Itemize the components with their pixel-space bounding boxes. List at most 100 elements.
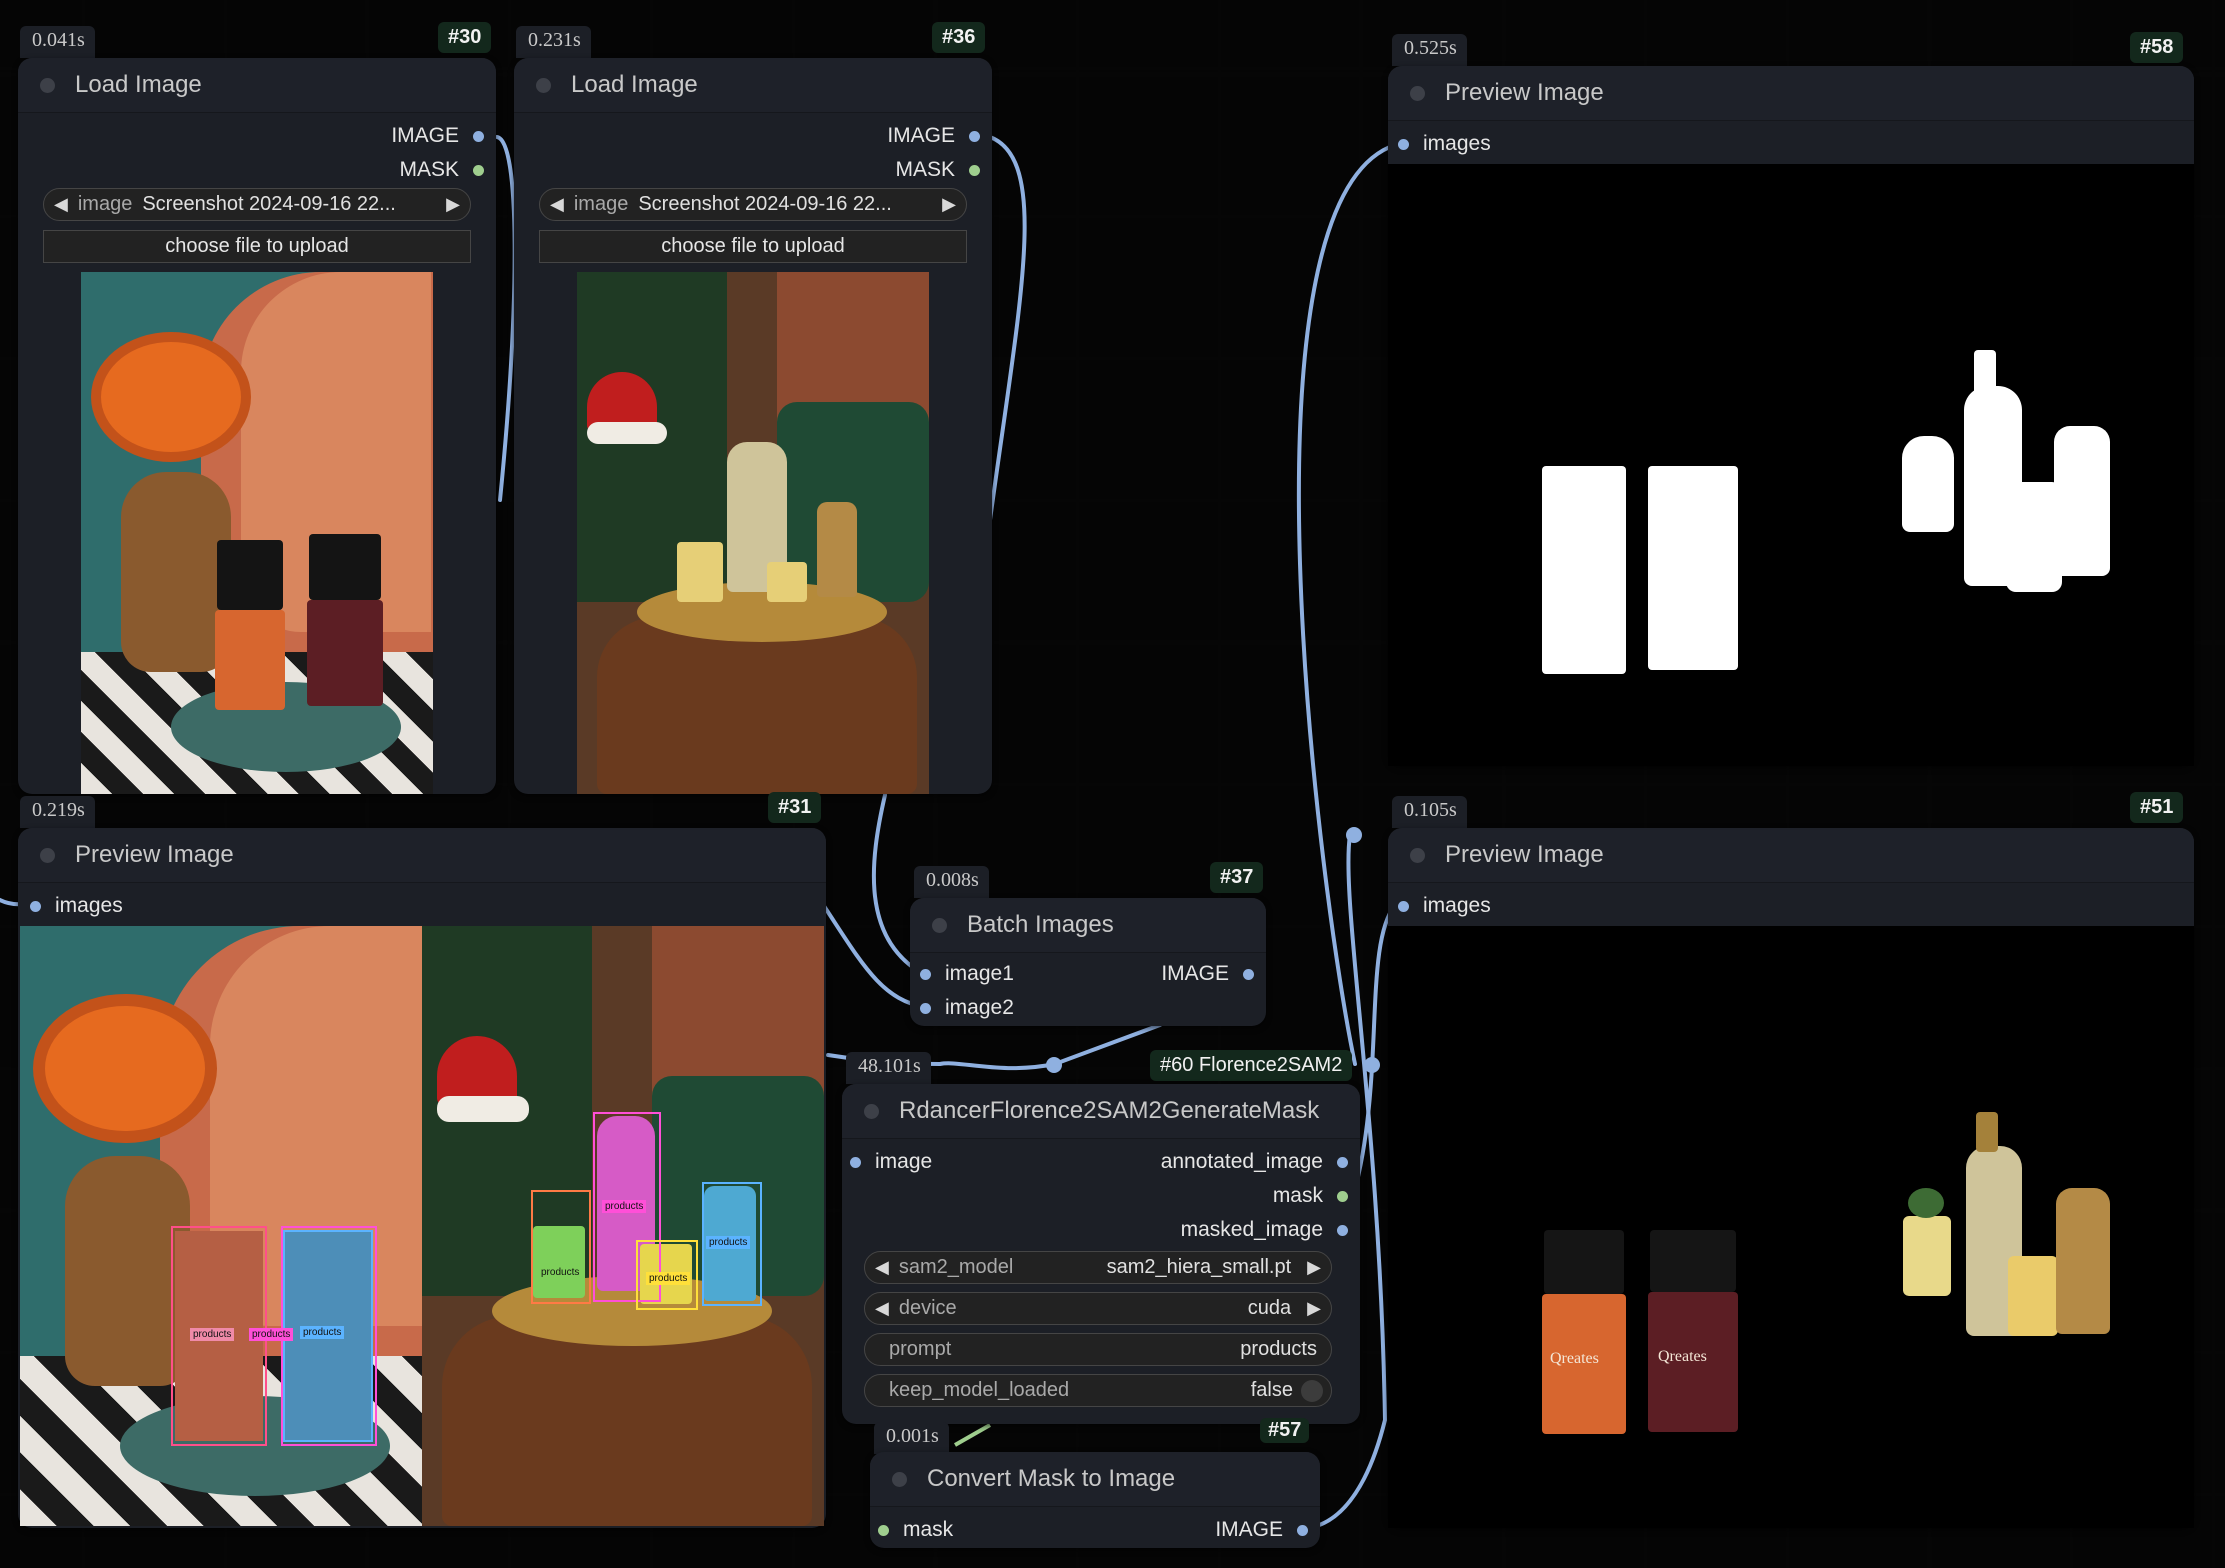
output-label: mask (1272, 1184, 1323, 1207)
output-mask[interactable]: MASK (895, 158, 980, 182)
preview-image-node-58[interactable]: Preview Image images (1388, 66, 2194, 766)
output-label: annotated_image (1160, 1150, 1323, 1173)
arrow-left-icon[interactable]: ◀ (875, 1257, 889, 1277)
widget-value: sam2_hiera_small.pt (1106, 1256, 1292, 1278)
input-slot-icon[interactable] (1398, 138, 1409, 150)
node-title: Load Image (571, 71, 698, 98)
output-slot-icon[interactable] (969, 130, 980, 142)
upload-button[interactable]: choose file to upload (43, 230, 471, 263)
collapse-dot-icon[interactable] (536, 77, 551, 93)
output-slot-icon[interactable] (1337, 1224, 1348, 1236)
input-label: mask (903, 1518, 954, 1541)
output-slot-icon[interactable] (1243, 968, 1254, 980)
input-image[interactable]: image (850, 1150, 932, 1174)
detection-label: products (706, 1236, 751, 1249)
input-images[interactable]: images (1398, 132, 1491, 156)
output-slot-icon[interactable] (1297, 1524, 1308, 1536)
arrow-right-icon[interactable]: ▶ (1307, 1298, 1321, 1318)
collapse-dot-icon[interactable] (40, 847, 55, 863)
upload-button[interactable]: choose file to upload (539, 230, 967, 263)
detection-label: products (190, 1328, 235, 1341)
input-slot-icon[interactable] (920, 1002, 931, 1014)
node-header[interactable]: Load Image (514, 58, 992, 113)
node-header[interactable]: Convert Mask to Image (870, 1452, 1320, 1507)
sam2-model-combo[interactable]: ◀ sam2_model sam2_hiera_small.pt ▶ (864, 1251, 1332, 1284)
output-image[interactable]: IMAGE (391, 124, 484, 148)
bottle-brand-label: Qreates (1550, 1350, 1599, 1367)
preview-image-node-31[interactable]: Preview Image images products products p… (18, 828, 826, 1528)
detection-label: products (602, 1200, 647, 1213)
collapse-dot-icon[interactable] (1410, 85, 1425, 101)
output-mask[interactable]: MASK (399, 158, 484, 182)
load-image-node-30[interactable]: Load Image IMAGE MASK ◀ image Screenshot… (18, 58, 496, 794)
detection-label: products (646, 1272, 691, 1285)
arrow-right-icon[interactable]: ▶ (1307, 1257, 1321, 1277)
node-header[interactable]: Batch Images (910, 898, 1266, 953)
input-images[interactable]: images (1398, 894, 1491, 918)
detection-box (531, 1190, 591, 1304)
arrow-right-icon[interactable]: ▶ (942, 194, 956, 214)
output-mask[interactable]: mask (1273, 1184, 1348, 1208)
input-mask[interactable]: mask (878, 1518, 953, 1542)
arrow-left-icon[interactable]: ◀ (550, 194, 564, 214)
widget-label: image (77, 193, 133, 215)
node-header[interactable]: Preview Image (1388, 828, 2194, 883)
arrow-left-icon[interactable]: ◀ (54, 194, 68, 214)
batch-images-node-37[interactable]: Batch Images image1 image2 IMAGE (910, 898, 1266, 1026)
output-slot-icon[interactable] (473, 130, 484, 142)
widget-value: Screenshot 2024-09-16 22... (638, 193, 892, 215)
output-label: IMAGE (1161, 962, 1229, 985)
prompt-text-field[interactable]: prompt products (864, 1333, 1332, 1366)
collapse-dot-icon[interactable] (932, 917, 947, 933)
collapse-dot-icon[interactable] (864, 1103, 879, 1119)
widget-label: prompt (889, 1338, 952, 1360)
annotated-image-1: products products products (20, 926, 422, 1526)
output-label: MASK (895, 158, 955, 181)
device-combo[interactable]: ◀ device cuda ▶ (864, 1292, 1332, 1325)
node-title: Preview Image (1445, 79, 1604, 106)
input-image2[interactable]: image2 (920, 996, 1014, 1020)
preview-image-node-51[interactable]: Preview Image images Qreates Qreates (1388, 828, 2194, 1528)
load-image-node-36[interactable]: Load Image IMAGE MASK ◀ image Screenshot… (514, 58, 992, 794)
input-image1[interactable]: image1 (920, 962, 1014, 986)
node-header[interactable]: RdancerFlorence2SAM2GenerateMask (842, 1084, 1360, 1139)
output-slot-icon[interactable] (1337, 1156, 1348, 1168)
input-images[interactable]: images (30, 894, 123, 918)
output-annotated-image[interactable]: annotated_image (1161, 1150, 1348, 1174)
convert-mask-node-57[interactable]: Convert Mask to Image mask IMAGE (870, 1452, 1320, 1548)
arrow-right-icon[interactable]: ▶ (446, 194, 460, 214)
input-slot-icon[interactable] (878, 1524, 889, 1536)
widget-label: image (573, 193, 629, 215)
masked-preview-image: Qreates Qreates (1388, 926, 2194, 1528)
input-slot-icon[interactable] (30, 900, 41, 912)
collapse-dot-icon[interactable] (1410, 847, 1425, 863)
collapse-dot-icon[interactable] (892, 1471, 907, 1487)
output-slot-icon[interactable] (473, 164, 484, 176)
input-slot-icon[interactable] (1398, 900, 1409, 912)
node-id-badge: #57 (1260, 1418, 1310, 1443)
keep-model-loaded-toggle[interactable]: keep_model_loaded false (864, 1374, 1332, 1407)
output-image[interactable]: IMAGE (1161, 962, 1254, 986)
output-slot-icon[interactable] (969, 164, 980, 176)
widget-value: products (1240, 1338, 1317, 1360)
output-image[interactable]: IMAGE (1215, 1518, 1308, 1542)
arrow-left-icon[interactable]: ◀ (875, 1298, 889, 1318)
toggle-knob-icon[interactable] (1301, 1379, 1323, 1402)
node-title: Batch Images (967, 911, 1114, 938)
node-header[interactable]: Preview Image (1388, 66, 2194, 121)
node-header[interactable]: Preview Image (18, 828, 826, 883)
image-combo-widget[interactable]: ◀ image Screenshot 2024-09-16 22... ▶ (539, 188, 967, 221)
input-slot-icon[interactable] (850, 1156, 861, 1168)
collapse-dot-icon[interactable] (40, 77, 55, 93)
node-id-badge: #30 (438, 22, 492, 53)
florence2sam2-node-60[interactable]: RdancerFlorence2SAM2GenerateMask image a… (842, 1084, 1360, 1424)
input-slot-icon[interactable] (920, 968, 931, 980)
node-timing: 48.101s (846, 1052, 931, 1084)
output-image[interactable]: IMAGE (887, 124, 980, 148)
output-slot-icon[interactable] (1337, 1190, 1348, 1202)
output-masked-image[interactable]: masked_image (1181, 1218, 1348, 1242)
node-title: Preview Image (1445, 841, 1604, 868)
image-combo-widget[interactable]: ◀ image Screenshot 2024-09-16 22... ▶ (43, 188, 471, 221)
widget-value: Screenshot 2024-09-16 22... (142, 193, 396, 215)
node-header[interactable]: Load Image (18, 58, 496, 113)
